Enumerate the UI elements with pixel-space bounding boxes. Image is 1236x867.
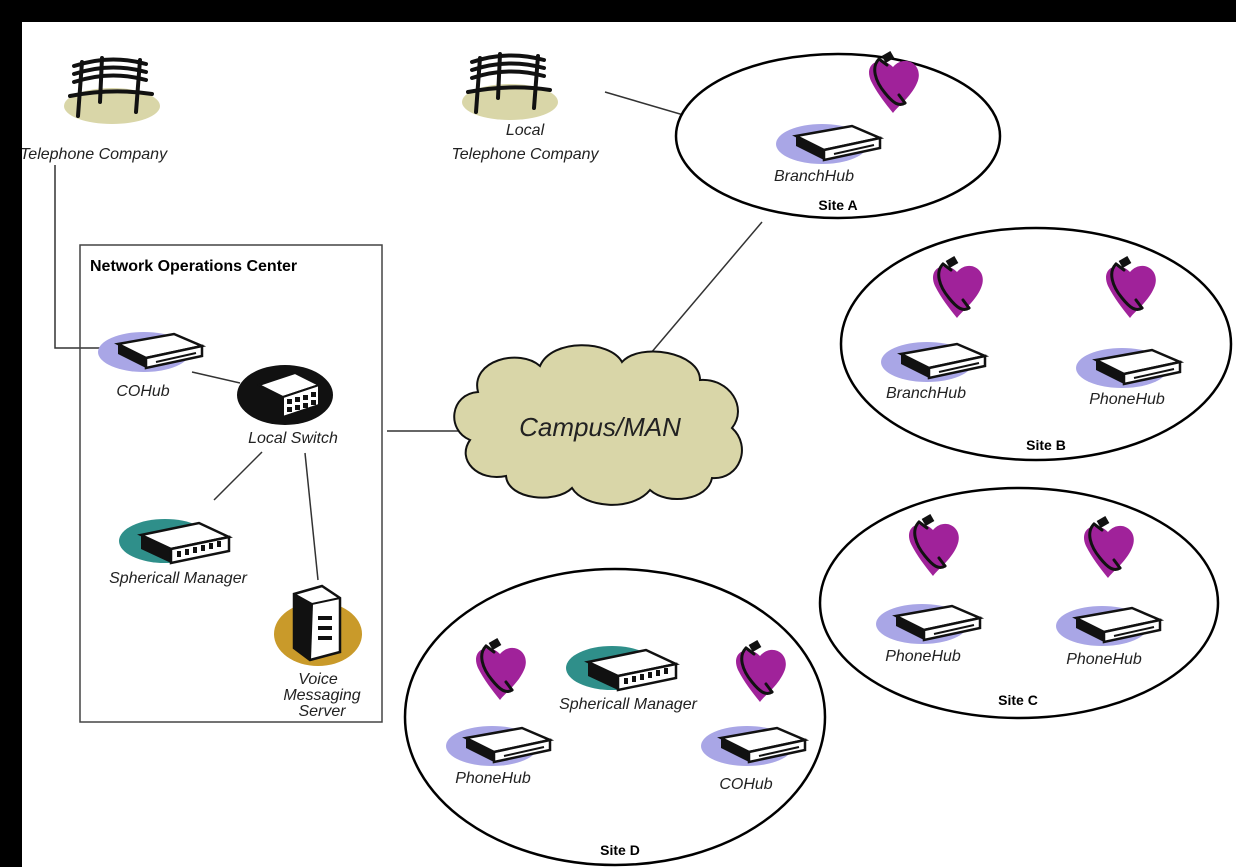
switch-icon bbox=[237, 365, 333, 425]
cloud-label: Campus/MAN bbox=[519, 412, 681, 442]
network-diagram: Telephone Company Local Telephone Compan… bbox=[22, 49, 1233, 867]
noc-cohub-label: COHub bbox=[116, 383, 169, 400]
site-b-hub1-label: BranchHub bbox=[886, 385, 966, 402]
site-b-label: Site B bbox=[1026, 437, 1066, 453]
local-switch-label: Local Switch bbox=[248, 430, 338, 447]
vms-label-3: Server bbox=[298, 703, 346, 720]
noc-manager-label: Sphericall Manager bbox=[109, 570, 248, 587]
site-d-ellipse bbox=[403, 567, 827, 867]
local-tel-label-1: Local bbox=[506, 122, 545, 139]
local-tel-label-2: Telephone Company bbox=[451, 146, 599, 163]
tel-company-left-label: Telephone Company bbox=[22, 146, 168, 163]
vms-label-1: Voice bbox=[298, 671, 338, 688]
manager-icon bbox=[117, 517, 231, 565]
site-a-label: Site A bbox=[818, 197, 857, 213]
site-d-manager-label: Sphericall Manager bbox=[559, 696, 698, 713]
diagram-canvas: Telephone Company Local Telephone Compan… bbox=[22, 22, 1236, 867]
server-icon bbox=[274, 584, 362, 666]
site-c-ellipse bbox=[818, 486, 1220, 720]
hub-icon bbox=[96, 330, 204, 374]
cloud-icon bbox=[453, 344, 743, 506]
site-c-label: Site C bbox=[998, 692, 1038, 708]
site-b-ellipse bbox=[839, 226, 1233, 462]
site-b-hub2-label: PhoneHub bbox=[1089, 391, 1165, 408]
site-d-hub1-label: PhoneHub bbox=[455, 770, 531, 787]
site-d-label: Site D bbox=[600, 842, 640, 858]
bench-icon bbox=[460, 52, 560, 122]
bench-icon bbox=[62, 56, 162, 126]
connection-lines bbox=[54, 91, 763, 581]
site-d-hub2-label: COHub bbox=[719, 776, 772, 793]
site-c-hub1-label: PhoneHub bbox=[885, 648, 961, 665]
vms-label-2: Messaging bbox=[283, 687, 360, 704]
site-a-hub-label: BranchHub bbox=[774, 168, 854, 185]
noc-title: Network Operations Center bbox=[90, 258, 297, 275]
site-c-hub2-label: PhoneHub bbox=[1066, 651, 1142, 668]
noc-box bbox=[79, 244, 383, 723]
